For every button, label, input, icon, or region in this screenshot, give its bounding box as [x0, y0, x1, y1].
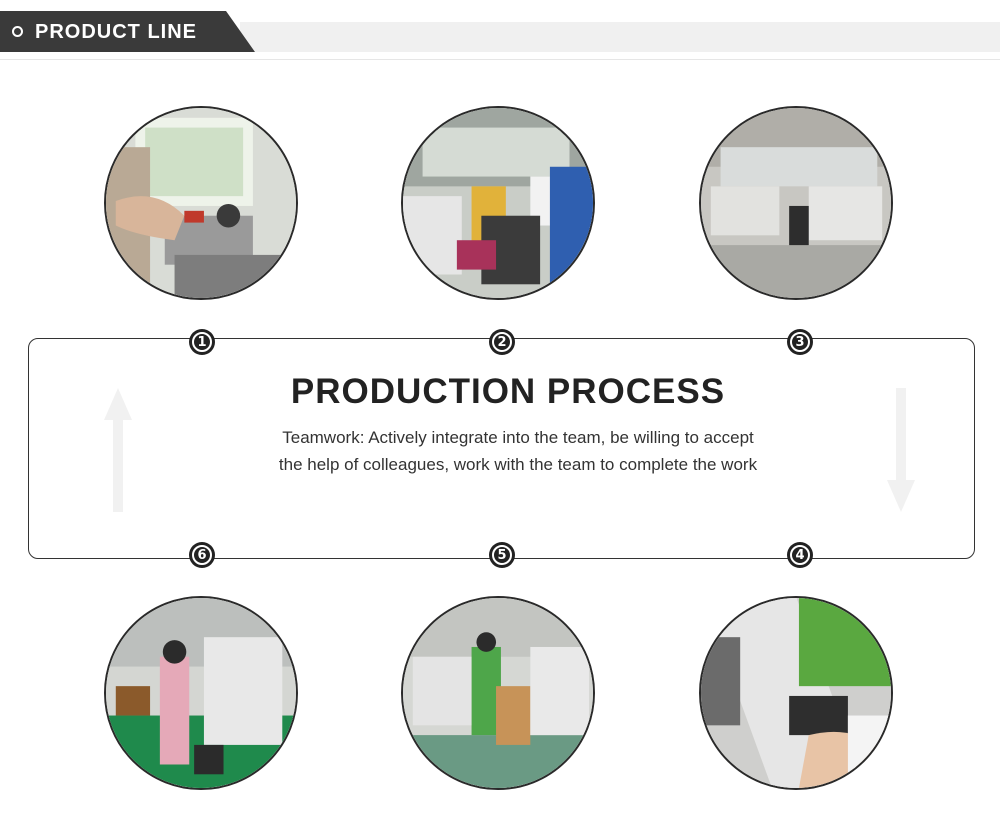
step-badge-5: 5 [489, 542, 515, 568]
production-photo-4 [699, 596, 893, 790]
production-photo-1 [104, 106, 298, 300]
step-number: 4 [790, 545, 810, 565]
step-number: 6 [192, 545, 212, 565]
production-photo-3 [699, 106, 893, 300]
step-badge-6: 6 [189, 542, 215, 568]
step-number: 3 [790, 332, 810, 352]
section-header: PRODUCT LINE [0, 0, 1000, 60]
step-number: 5 [492, 545, 512, 565]
header-bar [240, 22, 1000, 52]
production-photo-5 [401, 596, 595, 790]
section-title: PRODUCT LINE [35, 21, 197, 43]
process-title: PRODUCTION PROCESS [290, 372, 726, 411]
down-arrow-icon [887, 388, 915, 512]
step-badge-3: 3 [787, 329, 813, 355]
step-badge-2: 2 [489, 329, 515, 355]
production-photo-2 [401, 106, 595, 300]
header-tab [0, 11, 255, 52]
step-badge-4: 4 [787, 542, 813, 568]
process-description: Teamwork: Actively integrate into the te… [278, 428, 758, 474]
step-badge-1: 1 [189, 329, 215, 355]
header-divider [0, 59, 1000, 60]
production-photo-6 [104, 596, 298, 790]
up-arrow-icon [104, 388, 132, 512]
step-number: 2 [492, 332, 512, 352]
step-number: 1 [192, 332, 212, 352]
circle-icon [12, 26, 23, 37]
